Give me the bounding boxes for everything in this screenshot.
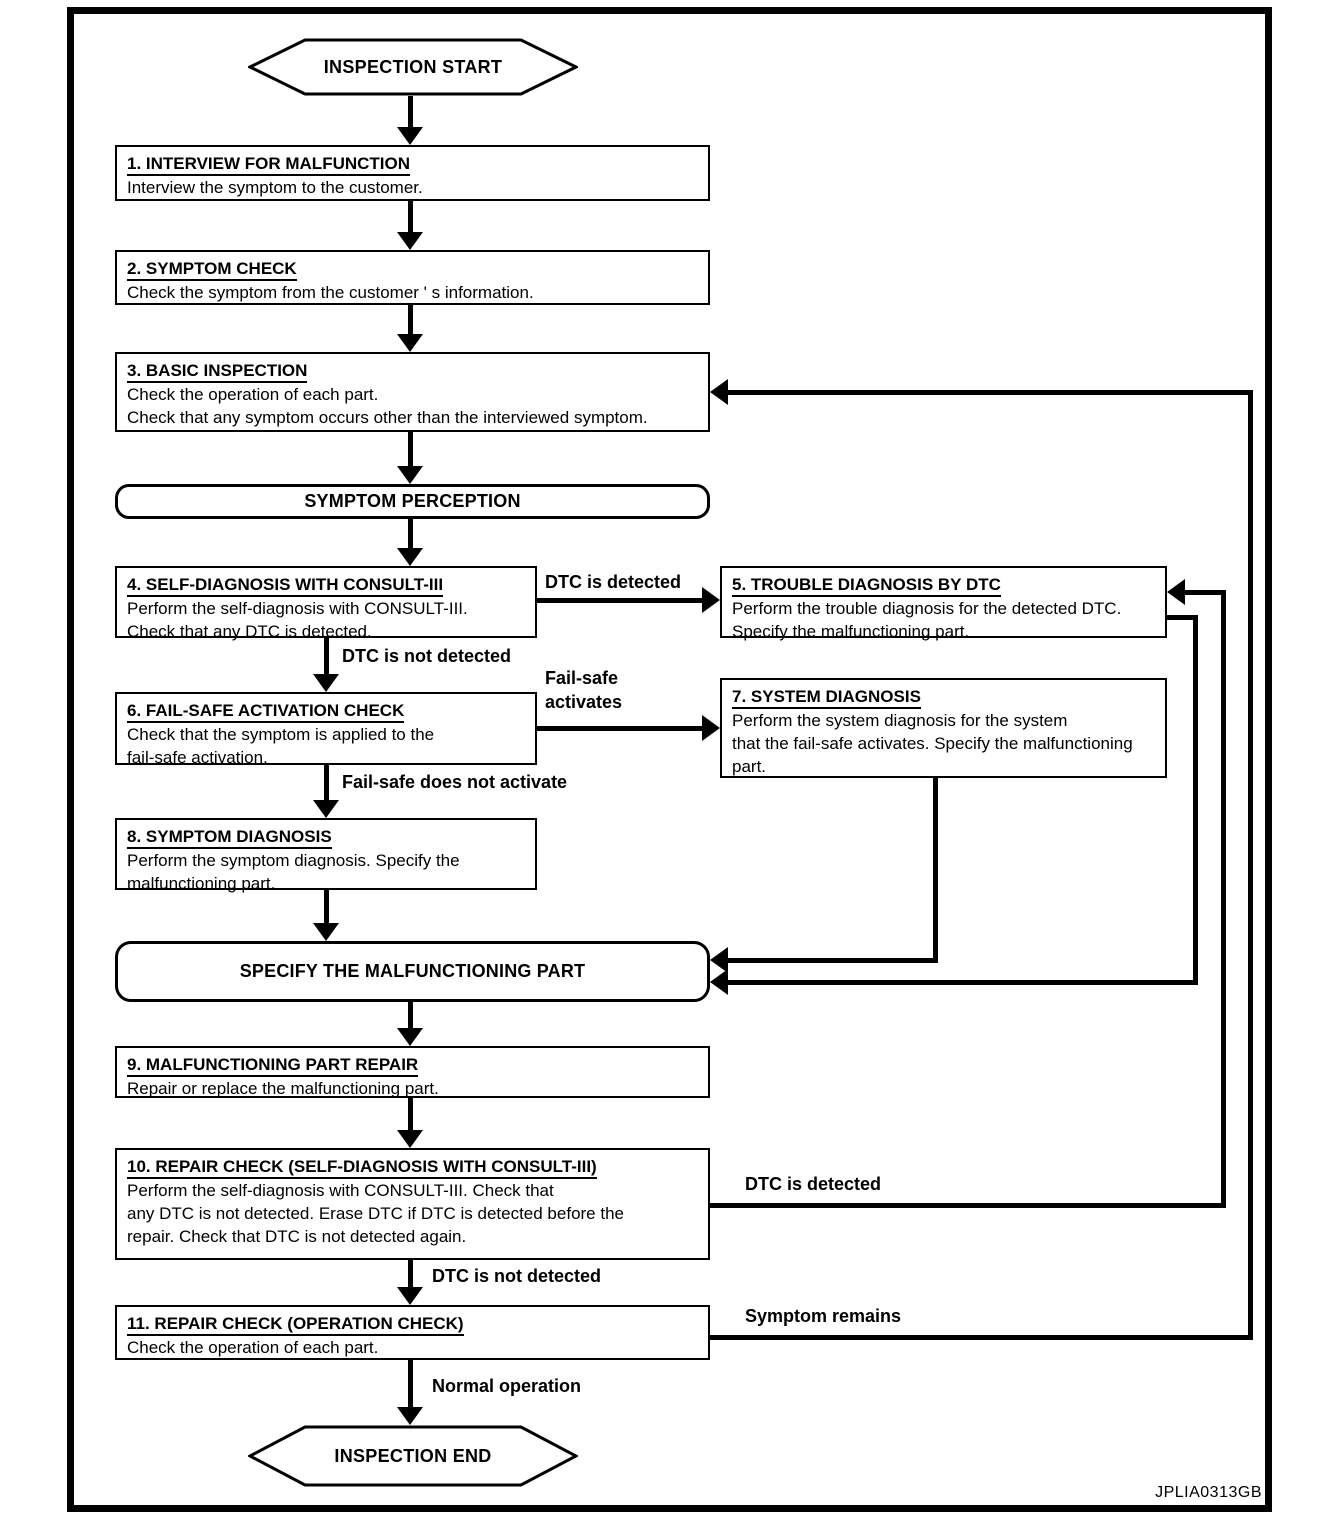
step-2-title: 2. SYMPTOM CHECK — [127, 257, 698, 281]
edge-label-fail-safe-activates: Fail-safe activates — [545, 668, 623, 712]
terminator-inspection-start: INSPECTION START — [248, 38, 578, 96]
link-line-step5-specify — [1167, 615, 1198, 620]
arrowhead-down — [397, 1130, 423, 1148]
step-8-title: 8. SYMPTOM DIAGNOSIS — [127, 825, 525, 849]
link-line-step5-specify — [1193, 615, 1198, 985]
flow-line — [537, 726, 705, 731]
specify-label: SPECIFY THE MALFUNCTIONING PART — [239, 961, 586, 981]
flow-line — [324, 765, 329, 802]
link-line-step7-specify — [933, 778, 938, 963]
step-4-box: 4. SELF-DIAGNOSIS WITH CONSULT-III Perfo… — [115, 566, 537, 641]
arrowhead-down — [397, 127, 423, 145]
step-1-box: 1. INTERVIEW FOR MALFUNCTION Interview t… — [115, 145, 710, 201]
connector-symptom-perception: SYMPTOM PERCEPTION — [115, 484, 710, 519]
step-4-body: Perform the self-diagnosis with CONSULT-… — [127, 599, 468, 641]
edge-label-dtc-not-detected-bottom: DTC is not detected — [432, 1266, 602, 1286]
feedback-line-symptom — [726, 390, 1253, 395]
edge-label-dtc-not-detected: DTC is not detected — [342, 646, 512, 666]
flow-line — [324, 638, 329, 676]
step-8-body: Perform the symptom diagnosis. Specify t… — [127, 851, 460, 893]
arrowhead-down — [313, 674, 339, 692]
flow-line — [408, 1260, 413, 1289]
connector-specify-malfunctioning-part: SPECIFY THE MALFUNCTIONING PART — [115, 941, 710, 1002]
arrowhead-down — [313, 800, 339, 818]
arrowhead-left — [710, 947, 728, 973]
step-11-box: 11. REPAIR CHECK (OPERATION CHECK) Check… — [115, 1305, 710, 1360]
step-3-body: Check the operation of each part. Check … — [127, 385, 648, 427]
step-7-box: 7. SYSTEM DIAGNOSIS Perform the system d… — [720, 678, 1167, 778]
step-6-title: 6. FAIL-SAFE ACTIVATION CHECK — [127, 699, 525, 723]
arrowhead-down — [397, 466, 423, 484]
arrowhead-down — [313, 923, 339, 941]
step-9-title: 9. MALFUNCTIONING PART REPAIR — [127, 1053, 698, 1077]
flow-line — [408, 1360, 413, 1409]
step-10-title: 10. REPAIR CHECK (SELF-DIAGNOSIS WITH CO… — [127, 1155, 698, 1179]
edge-label-symptom-remains: Symptom remains — [745, 1306, 902, 1326]
edge-label-normal-operation: Normal operation — [432, 1376, 582, 1396]
edge-label-dtc-detected-bottom: DTC is detected — [745, 1174, 882, 1194]
step-2-body: Check the symptom from the customer ' s … — [127, 283, 534, 302]
step-11-title: 11. REPAIR CHECK (OPERATION CHECK) — [127, 1312, 698, 1336]
feedback-line-dtc — [1183, 590, 1226, 595]
step-3-box: 3. BASIC INSPECTION Check the operation … — [115, 352, 710, 432]
arrowhead-left — [1167, 579, 1185, 605]
step-1-body: Interview the symptom to the customer. — [127, 178, 423, 197]
feedback-line-symptom — [1248, 390, 1253, 1340]
step-10-box: 10. REPAIR CHECK (SELF-DIAGNOSIS WITH CO… — [115, 1148, 710, 1260]
flow-line — [408, 96, 413, 129]
step-5-body: Perform the trouble diagnosis for the de… — [732, 599, 1122, 641]
step-2-box: 2. SYMPTOM CHECK Check the symptom from … — [115, 250, 710, 305]
terminator-inspection-end: INSPECTION END — [248, 1425, 578, 1487]
step-3-title: 3. BASIC INSPECTION — [127, 359, 698, 383]
step-5-title: 5. TROUBLE DIAGNOSIS BY DTC — [732, 573, 1155, 597]
terminator-end-label: INSPECTION END — [334, 1445, 492, 1466]
flow-line — [324, 890, 329, 925]
step-7-title: 7. SYSTEM DIAGNOSIS — [732, 685, 1155, 709]
arrowhead-down — [397, 232, 423, 250]
link-line-step5-specify — [726, 980, 1198, 985]
terminator-start-label: INSPECTION START — [323, 56, 503, 77]
edge-label-fail-safe-does-not-activate: Fail-safe does not activate — [342, 772, 568, 792]
feedback-line-dtc — [1221, 590, 1226, 1208]
step-8-box: 8. SYMPTOM DIAGNOSIS Perform the symptom… — [115, 818, 537, 893]
arrowhead-left — [710, 969, 728, 995]
step-9-body: Repair or replace the malfunctioning par… — [127, 1079, 439, 1098]
step-4-title: 4. SELF-DIAGNOSIS WITH CONSULT-III — [127, 573, 525, 597]
symptom-perception-label: SYMPTOM PERCEPTION — [304, 491, 521, 511]
flow-line — [537, 598, 705, 603]
flow-line — [408, 1098, 413, 1132]
arrowhead-left — [710, 379, 728, 405]
hexagon-shape — [248, 38, 578, 96]
step-6-body: Check that the symptom is applied to the… — [127, 725, 435, 767]
link-line-step7-specify — [726, 958, 938, 963]
flow-line — [408, 305, 413, 336]
step-11-body: Check the operation of each part. — [127, 1338, 379, 1357]
arrowhead-right — [702, 715, 720, 741]
step-6-box: 6. FAIL-SAFE ACTIVATION CHECK Check that… — [115, 692, 537, 767]
arrowhead-down — [397, 548, 423, 566]
hexagon-shape — [248, 1425, 578, 1487]
flow-line — [408, 1002, 413, 1030]
flow-line — [408, 201, 413, 234]
arrowhead-down — [397, 1028, 423, 1046]
arrowhead-down — [397, 1287, 423, 1305]
arrowhead-down — [397, 1407, 423, 1425]
flow-line — [408, 432, 413, 468]
step-1-title: 1. INTERVIEW FOR MALFUNCTION — [127, 152, 698, 176]
step-7-body: Perform the system diagnosis for the sys… — [732, 711, 1133, 776]
step-10-body: Perform the self-diagnosis with CONSULT-… — [127, 1181, 624, 1246]
figure-code: JPLIA0313GB — [1155, 1484, 1262, 1501]
feedback-line-dtc — [710, 1203, 1226, 1208]
edge-label-dtc-detected: DTC is detected — [545, 572, 682, 592]
arrowhead-down — [397, 334, 423, 352]
feedback-line-symptom — [710, 1335, 1253, 1340]
flow-line — [408, 519, 413, 550]
arrowhead-right — [702, 587, 720, 613]
step-9-box: 9. MALFUNCTIONING PART REPAIR Repair or … — [115, 1046, 710, 1098]
step-5-box: 5. TROUBLE DIAGNOSIS BY DTC Perform the … — [720, 566, 1167, 641]
